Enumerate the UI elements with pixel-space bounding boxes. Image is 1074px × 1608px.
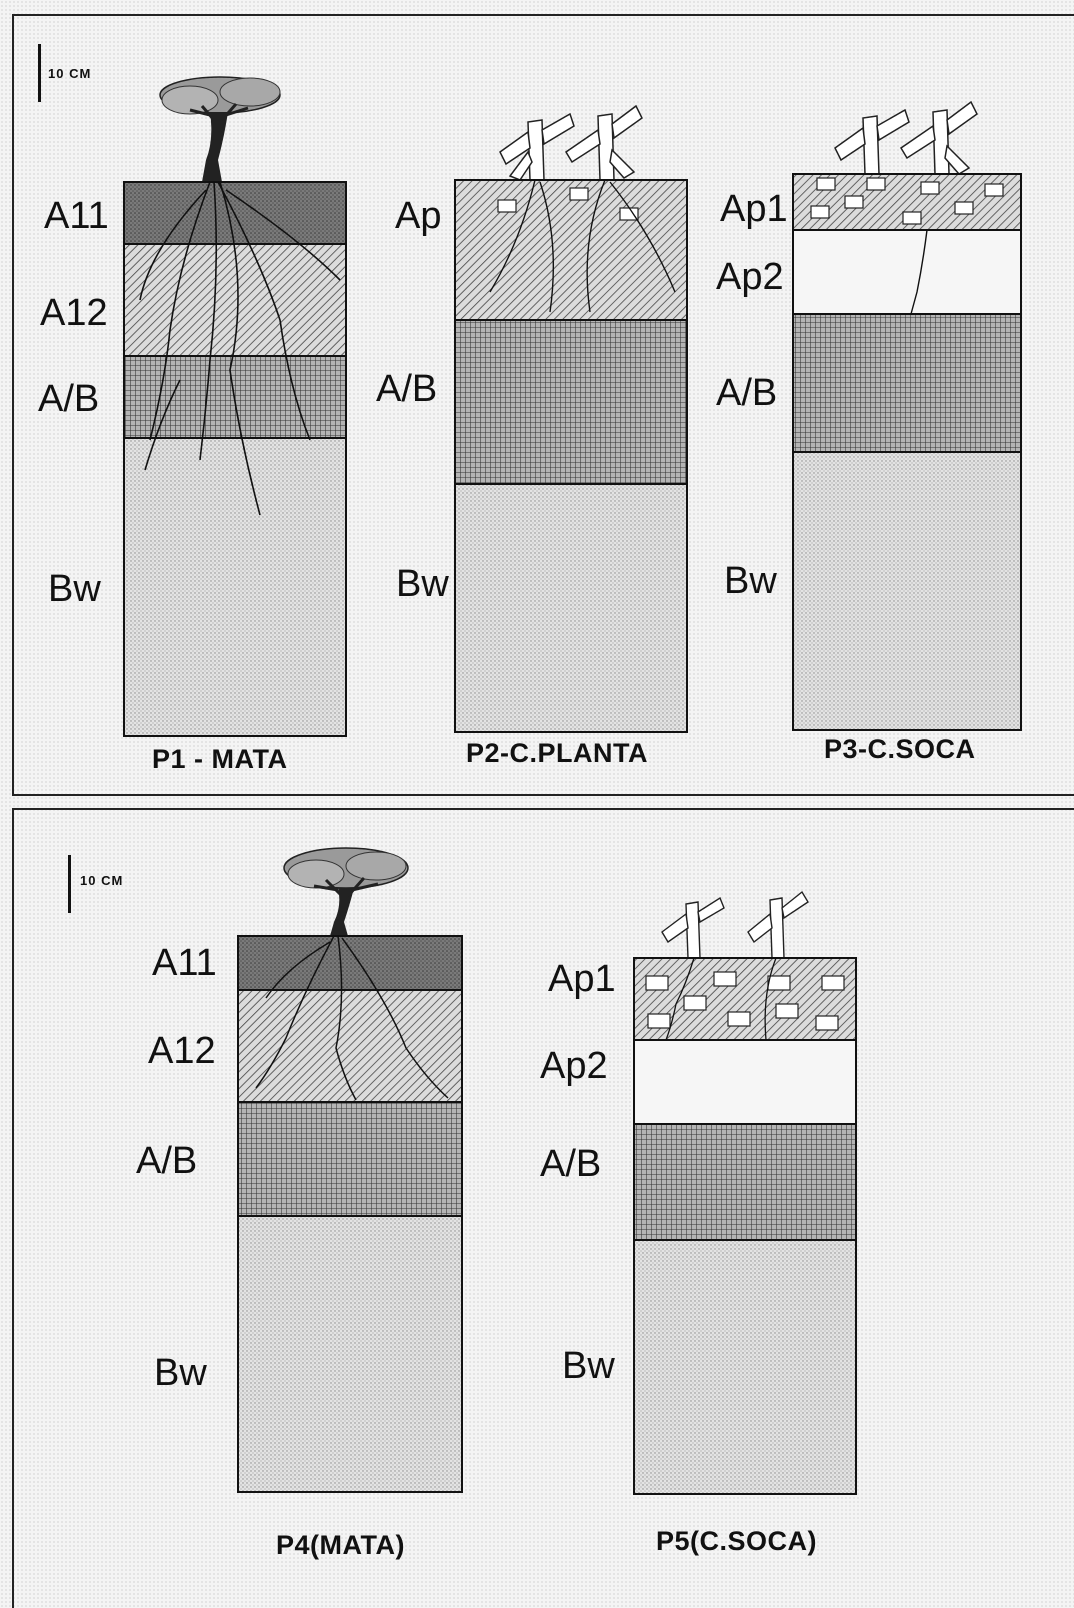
- p4-label-a12: A12: [148, 1030, 216, 1073]
- scale-bar-bottom: [68, 855, 71, 913]
- profile-p3-diagram: [785, 92, 1035, 742]
- p4-label-a11: A11: [152, 942, 217, 985]
- p3-label-bw: Bw: [724, 560, 777, 603]
- scale-bar-top: [38, 44, 41, 102]
- profile-p4-diagram: [226, 838, 486, 1498]
- p3-horizon-bw: [793, 452, 1021, 730]
- p4-horizon-bw: [238, 1216, 462, 1492]
- p1-title: P1 - MATA: [152, 744, 288, 775]
- p3-horizon-ab: [793, 314, 1021, 452]
- p5-horizon-bw: [634, 1240, 856, 1494]
- p4-horizon-ab: [238, 1102, 462, 1216]
- p2-horizon-ap: [455, 180, 687, 320]
- p1-horizon-bw: [124, 438, 346, 736]
- p5-label-bw: Bw: [562, 1345, 615, 1388]
- p5-horizon-ap2: [634, 1040, 856, 1124]
- p3-horizon-ap2: [793, 230, 1021, 314]
- p3-label-ap1: Ap1: [720, 188, 788, 231]
- p4-label-bw: Bw: [154, 1352, 207, 1395]
- p5-label-ab: A/B: [540, 1143, 601, 1186]
- p1-label-ab: A/B: [38, 378, 99, 421]
- p4-horizon-a11: [238, 936, 462, 990]
- p3-label-ab: A/B: [716, 372, 777, 415]
- scale-label-bottom: 10 CM: [80, 873, 123, 888]
- sugarcane-icon: [500, 106, 642, 180]
- p2-title: P2-C.PLANTA: [466, 738, 648, 769]
- p2-label-ab: A/B: [376, 368, 437, 411]
- tree-icon: [284, 848, 408, 936]
- bottom-panel-frame: [12, 808, 1074, 1608]
- p5-label-ap2: Ap2: [540, 1045, 608, 1088]
- profile-p1-diagram: [110, 60, 370, 750]
- p2-label-bw: Bw: [396, 563, 449, 606]
- p1-label-bw: Bw: [48, 568, 101, 611]
- p3-label-ap2: Ap2: [716, 256, 784, 299]
- p5-label-ap1: Ap1: [548, 958, 616, 1001]
- p4-label-ab: A/B: [136, 1140, 197, 1183]
- p4-title: P4(MATA): [276, 1530, 405, 1561]
- profile-p5-diagram: [626, 884, 876, 1504]
- p2-horizon-ab: [455, 320, 687, 484]
- p2-horizon-bw: [455, 484, 687, 732]
- scale-label-top: 10 CM: [48, 66, 91, 81]
- p4-horizon-a12: [238, 990, 462, 1102]
- sugarcane-icon: [835, 102, 977, 174]
- p1-label-a11: A11: [44, 195, 109, 238]
- sugarcane-icon: [662, 892, 808, 958]
- profile-p2-diagram: [450, 92, 700, 742]
- p5-horizon-ab: [634, 1124, 856, 1240]
- p3-title: P3-C.SOCA: [824, 734, 976, 765]
- p1-label-a12: A12: [40, 292, 108, 335]
- p2-label-ap: Ap: [395, 195, 441, 238]
- p5-title: P5(C.SOCA): [656, 1526, 817, 1557]
- tree-icon: [160, 77, 280, 182]
